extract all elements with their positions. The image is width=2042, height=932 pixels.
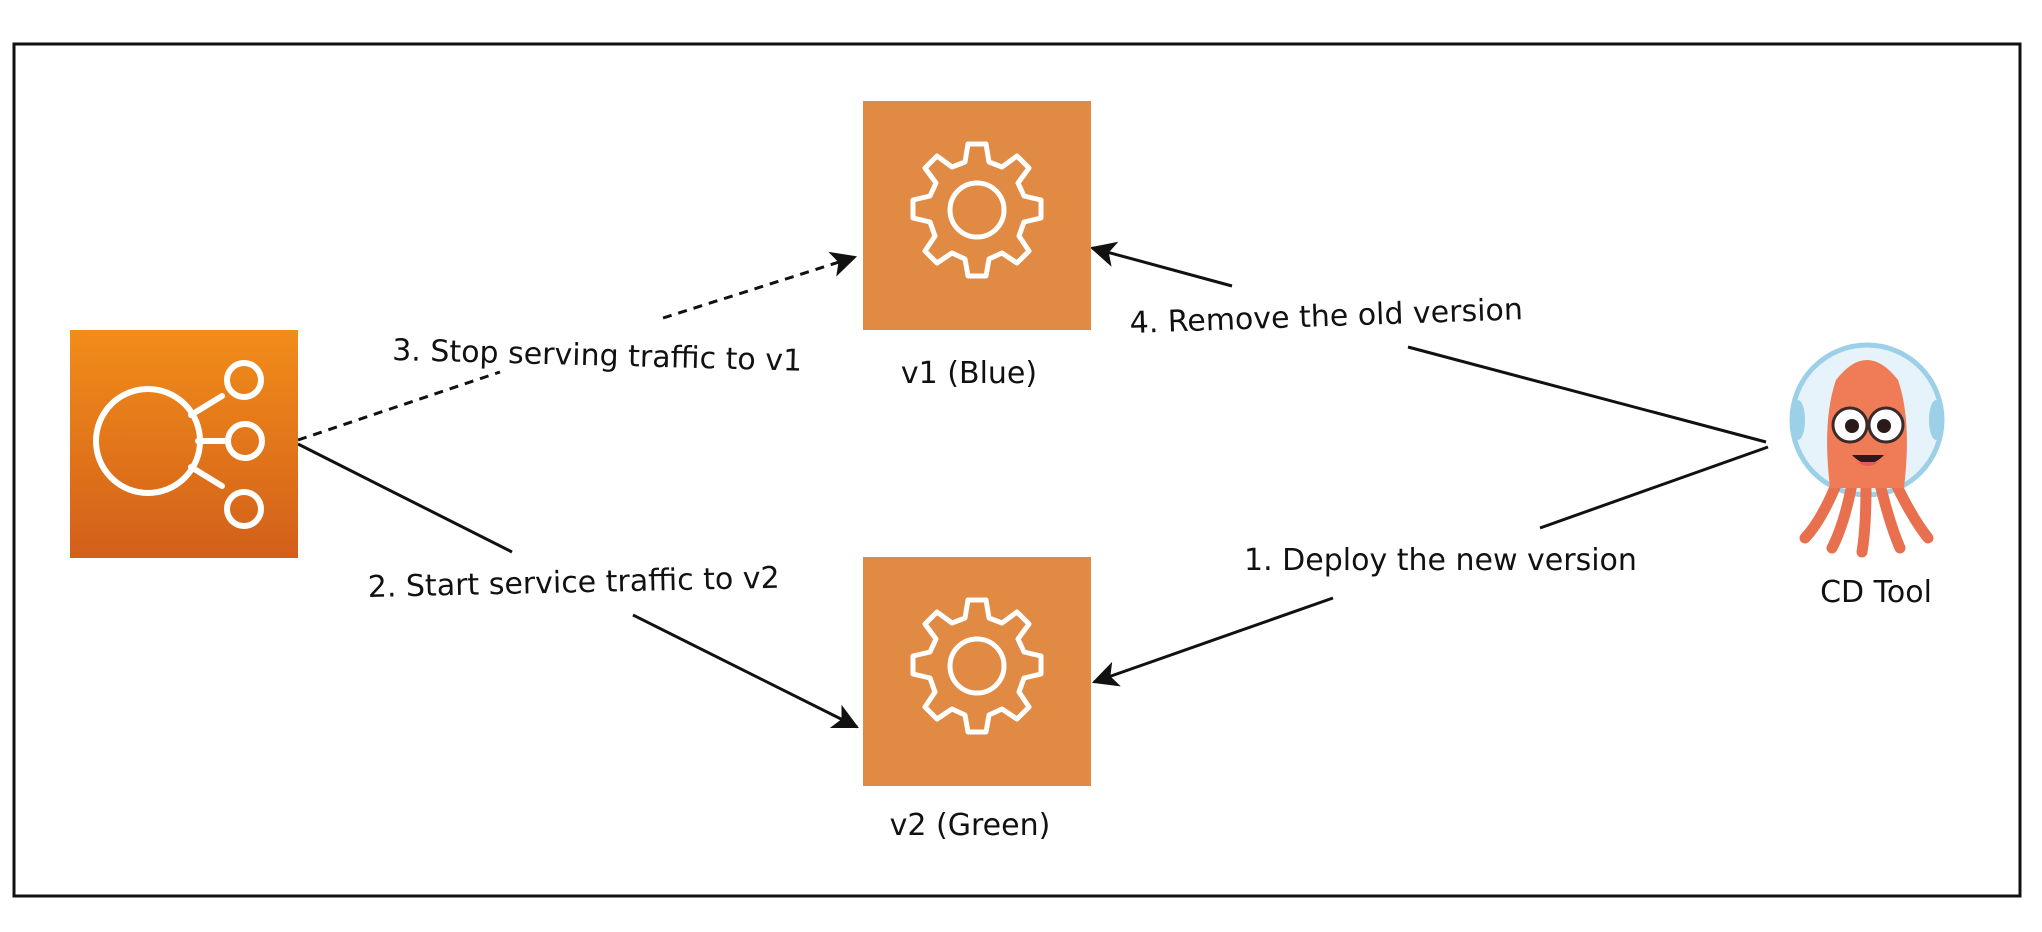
cd-tool-node: CD Tool — [1789, 342, 1945, 610]
edge-line — [297, 442, 513, 554]
load-balancer-icon — [93, 360, 265, 529]
edge-line — [632, 613, 859, 729]
edge-line-dashed — [297, 370, 501, 442]
diagram-frame — [12, 42, 2022, 898]
cd-tool-label: CD Tool — [1820, 575, 1932, 610]
load-balancer-node — [70, 330, 298, 558]
edge-line — [1539, 445, 1769, 530]
v2-service-box — [863, 557, 1091, 786]
edge-label-deploy: 1. Deploy the new version — [1244, 543, 1637, 578]
octopus-mascot-icon — [1789, 342, 1945, 558]
v2-label: v2 (Green) — [890, 808, 1051, 843]
edge-line-dashed — [662, 251, 858, 320]
edge-start-traffic — [297, 442, 859, 729]
v2-green-node: v2 (Green) — [863, 557, 1091, 843]
edge-stop-traffic — [297, 251, 858, 442]
edge-remove-old — [1089, 241, 1767, 444]
edge-line — [1089, 241, 1233, 288]
v1-label: v1 (Blue) — [901, 356, 1037, 391]
edge-label-start-traffic: 2. Start service traffic to v2 — [367, 561, 780, 605]
edge-label-stop-traffic: 3. Stop serving traffic to v1 — [392, 333, 803, 379]
edge-line — [1407, 345, 1767, 444]
v1-blue-node: v1 (Blue) — [863, 101, 1091, 391]
edge-deploy — [1091, 445, 1769, 687]
edge-label-remove-old: 4. Remove the old version — [1129, 292, 1523, 341]
v1-service-box — [863, 101, 1091, 330]
edge-line — [1091, 596, 1334, 687]
